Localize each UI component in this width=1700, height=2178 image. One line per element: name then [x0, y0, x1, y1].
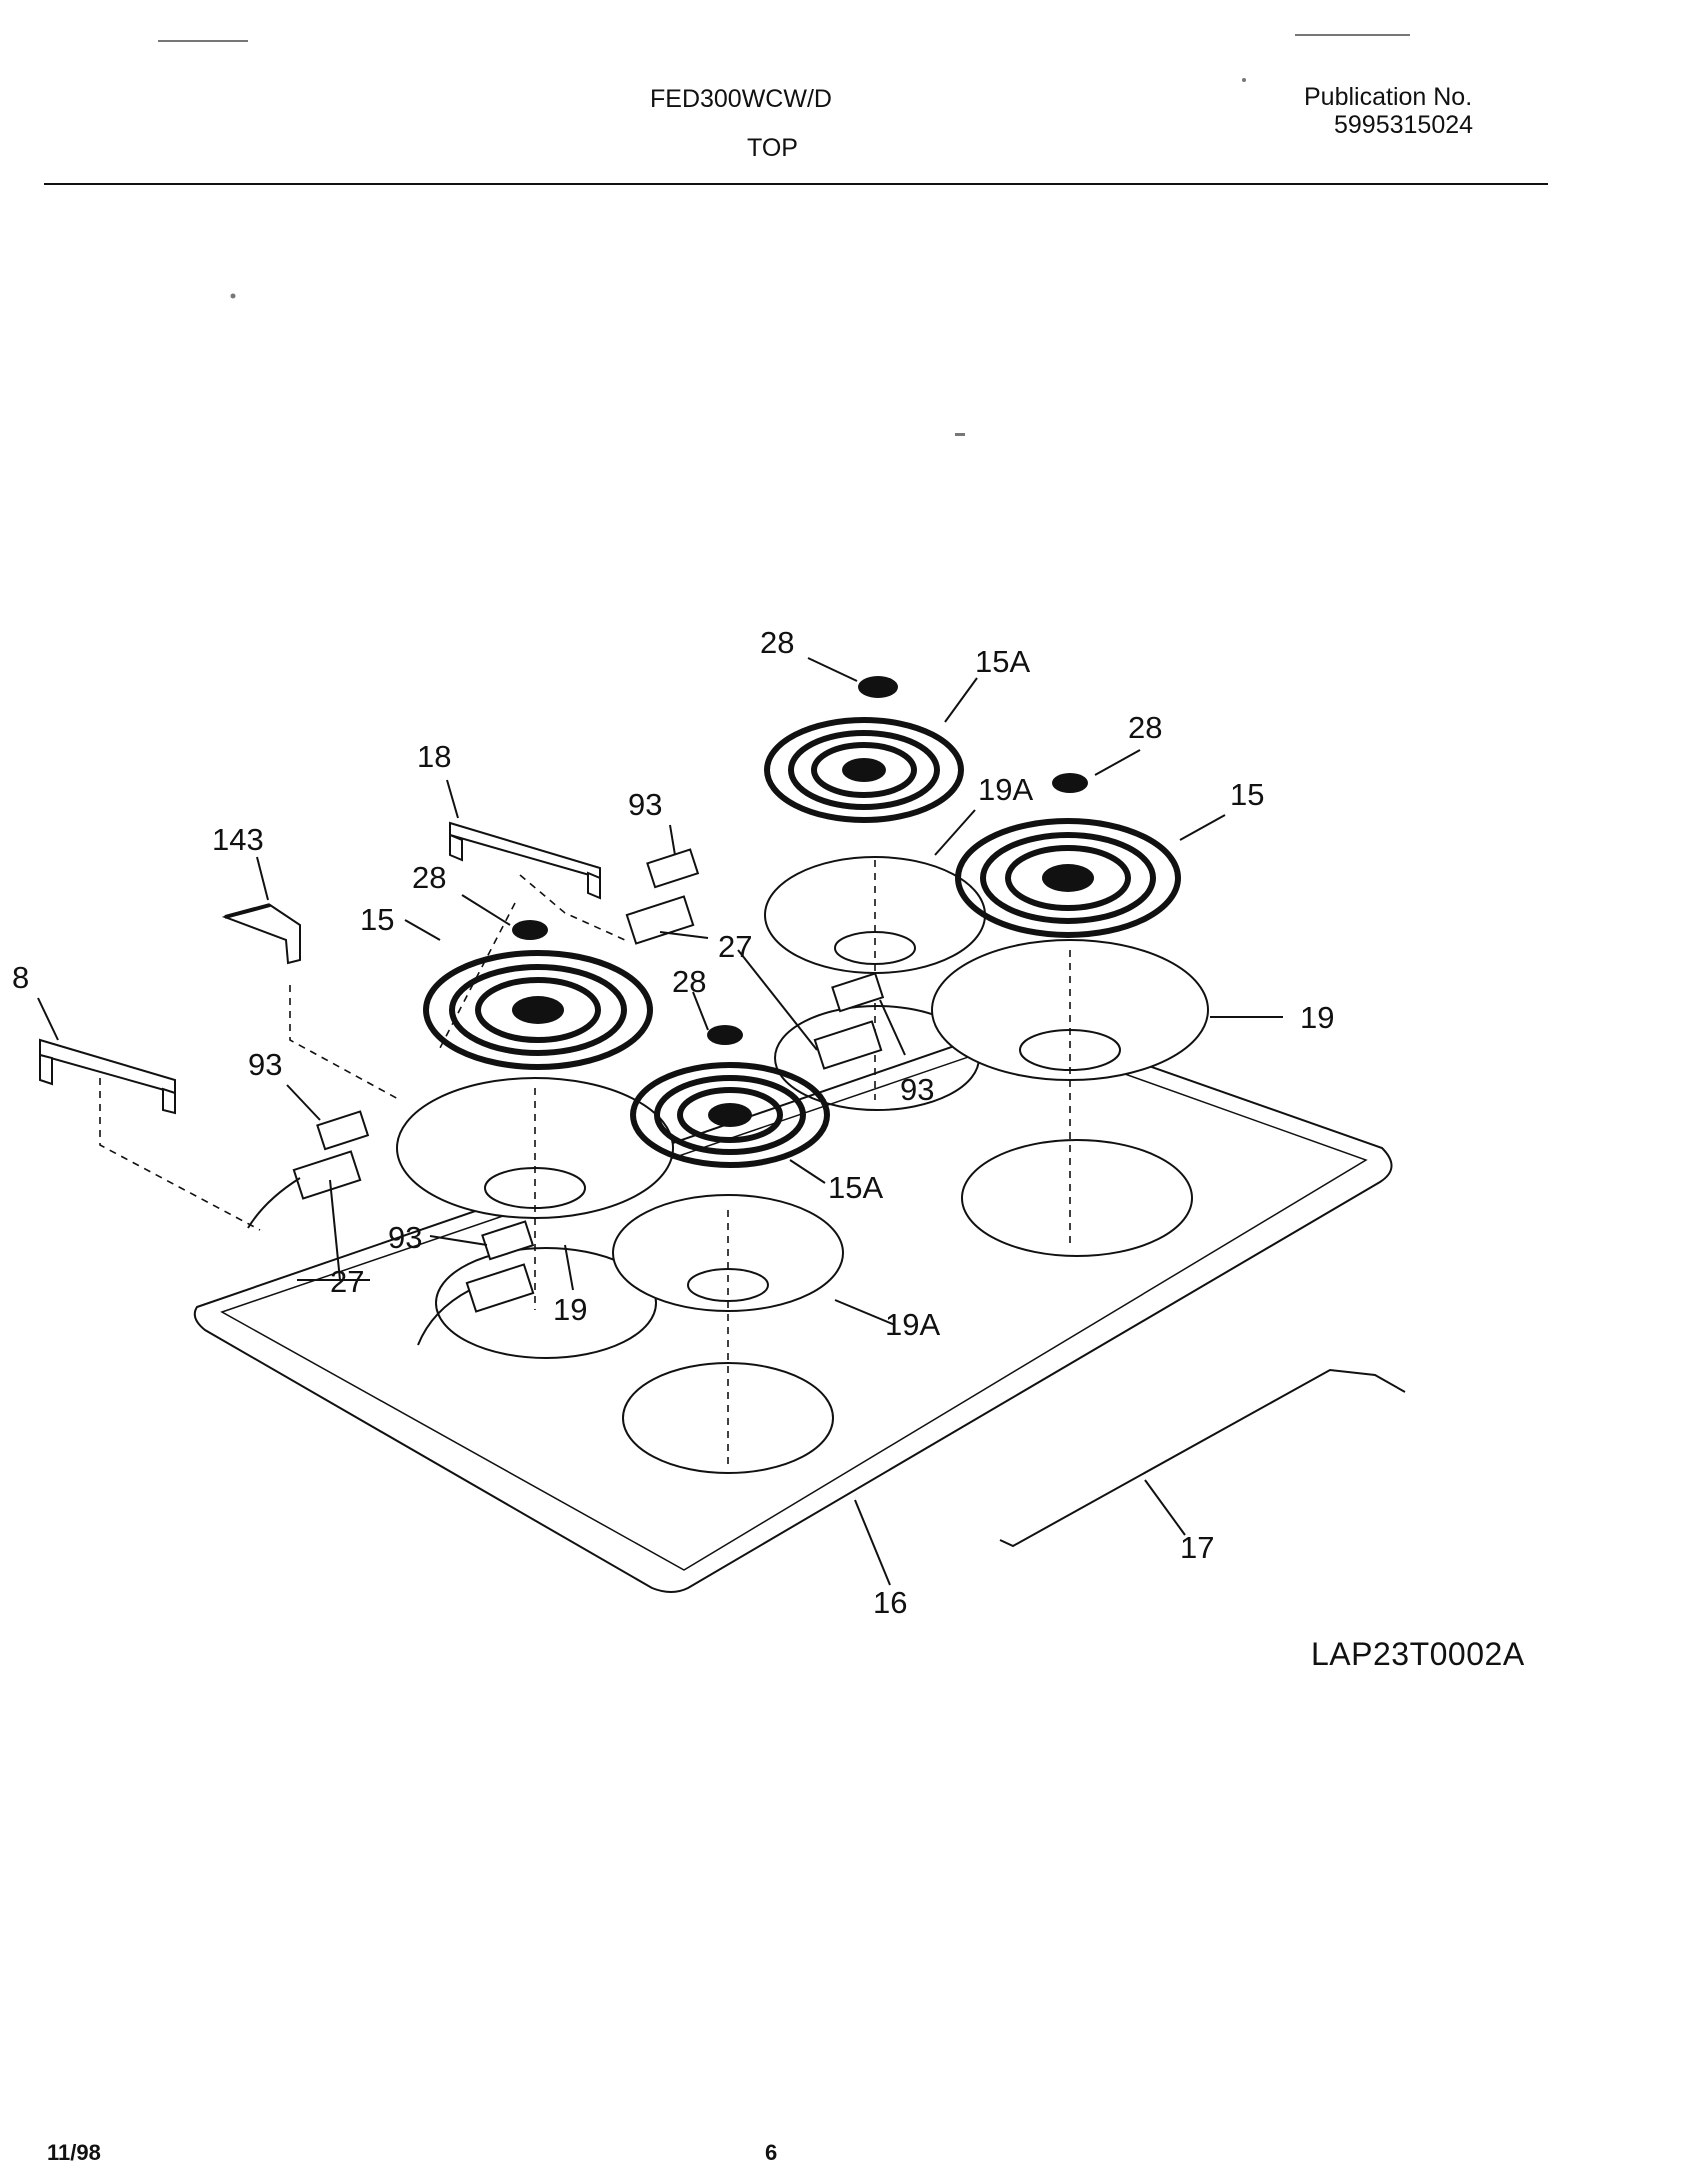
callout-15-left: 15	[360, 902, 394, 937]
cooktop-panel	[193, 1005, 1393, 1593]
callout-143: 143	[212, 822, 264, 857]
header-rule	[44, 183, 1548, 185]
surface-element-15A-top	[764, 717, 964, 823]
callout-15A-top: 15A	[975, 644, 1030, 679]
callout-17: 17	[1180, 1530, 1214, 1565]
callout-15-right: 15	[1230, 777, 1264, 812]
callout-19A-front: 19A	[885, 1307, 940, 1342]
callout-8: 8	[12, 960, 29, 995]
bracket-18	[449, 821, 601, 900]
scan-artifacts	[158, 34, 1410, 436]
callout-93-top: 93	[628, 787, 662, 822]
callout-16: 16	[873, 1585, 907, 1620]
diagram-code: LAP23T0002A	[1311, 1636, 1525, 1672]
footer-date: 11/98	[47, 2140, 101, 2165]
callout-18: 18	[417, 739, 451, 774]
callout-93-front: 93	[388, 1220, 422, 1255]
bracket-8	[39, 1038, 176, 1115]
callout-15A-front: 15A	[828, 1170, 883, 1205]
callout-27-mid: 27	[718, 929, 752, 964]
callout-19A-top: 19A	[978, 772, 1033, 807]
callout-93-mid: 93	[900, 1072, 934, 1107]
callout-28-left: 28	[412, 860, 446, 895]
section-title: TOP	[747, 134, 798, 162]
surface-element-15A-front	[630, 1062, 830, 1168]
publication-label: Publication No.	[1304, 83, 1473, 111]
callout-27-front: 27	[330, 1264, 364, 1299]
callout-19-front: 19	[553, 1292, 587, 1327]
wire-rod-17	[999, 1368, 1406, 1548]
bracket-143	[221, 903, 301, 965]
publication-number: 5995315024	[1334, 111, 1474, 139]
surface-element-15-right	[955, 818, 1181, 938]
page-number: 6	[765, 2140, 778, 2165]
callout-28-mid: 28	[672, 964, 706, 999]
element-caps	[512, 676, 1088, 1045]
callout-19-right: 19	[1300, 1000, 1334, 1035]
callout-labels: 28 15A 28 18 93 19A 15 143 28 15 27 8 28…	[12, 625, 1334, 1620]
receptacles	[247, 848, 885, 1346]
callout-28-top: 28	[760, 625, 794, 660]
callout-93-left: 93	[248, 1047, 282, 1082]
callout-28-right: 28	[1128, 710, 1162, 745]
surface-element-15-left	[423, 950, 653, 1070]
leader-lines	[37, 657, 1283, 1586]
model-number: FED300WCW/D	[650, 85, 832, 113]
